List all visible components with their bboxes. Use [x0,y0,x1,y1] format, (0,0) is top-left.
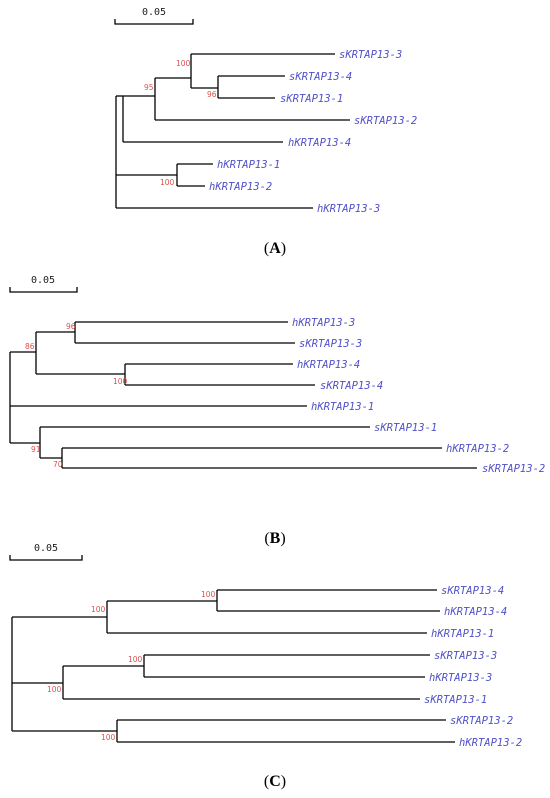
panel-letter: A [269,240,281,257]
leaf-label: hKRTAP13-4 [288,137,351,149]
bootstrap-value: 96 [66,322,76,331]
leaf-label: sKRTAP13-3 [339,49,402,61]
leaf-label: sKRTAP13-4 [320,380,383,392]
bootstrap-value: 91 [31,445,41,454]
panel-label: (B) [264,530,285,547]
scale-label: 0.05 [34,543,58,554]
leaf-label: sKRTAP13-2 [354,115,417,127]
panel-letter: C [269,773,281,790]
scale-bar [9,287,78,293]
bootstrap-value: 100 [101,733,116,742]
leaf-label: hKRTAP13-3 [429,672,492,684]
scale-bar [114,19,194,25]
leaf-label: hKRTAP13-1 [217,159,280,171]
leaf-label: hKRTAP13-2 [446,443,509,455]
leaf-label: sKRTAP13-3 [434,650,497,662]
leaf-label: hKRTAP13-2 [209,181,272,193]
leaf-label: hKRTAP13-1 [431,628,494,640]
bootstrap-value: 100 [160,178,175,187]
leaf-label: hKRTAP13-3 [292,317,355,329]
bootstrap-value: 100 [201,590,216,599]
leaf-label: sKRTAP13-2 [450,715,513,727]
leaf-label: sKRTAP13-1 [280,93,343,105]
tree-branches [11,589,455,743]
tree-branches [115,53,350,209]
scale-label: 0.05 [31,275,55,286]
panel-letter: B [270,530,281,547]
bootstrap-value: 70 [53,460,63,469]
leaf-label: hKRTAP13-1 [311,401,374,413]
tree-branches [9,321,477,469]
leaf-label: hKRTAP13-3 [317,203,380,215]
leaf-label: hKRTAP13-4 [297,359,360,371]
scale-label: 0.05 [142,7,166,18]
bootstrap-value: 86 [25,342,35,351]
bootstrap-value: 96 [207,90,217,99]
leaf-label: sKRTAP13-4 [289,71,352,83]
bootstrap-value: 100 [91,605,106,614]
panel-c: 0.05 sKRTAP13-4 hKRTAP13-4 hKRTAP13-1 s [9,543,522,790]
panel-label: (A) [264,240,286,257]
leaf-label: sKRTAP13-1 [424,694,487,706]
leaf-label: hKRTAP13-2 [459,737,522,749]
leaf-label: sKRTAP13-4 [441,585,504,597]
bootstrap-value: 95 [144,83,154,92]
leaf-label: sKRTAP13-2 [482,463,545,475]
bootstrap-value: 100 [47,685,62,694]
scale-bar [9,555,83,561]
panel-b: 0.05 hKRTAP13-3 sKRTAP13-3 hKRTAP13-4 s [9,275,545,547]
leaf-label: sKRTAP13-3 [299,338,362,350]
leaf-label: hKRTAP13-4 [444,606,507,618]
bootstrap-value: 100 [113,377,128,386]
panel-label: (C) [264,773,286,790]
leaf-label: sKRTAP13-1 [374,422,437,434]
bootstrap-value: 100 [128,655,143,664]
panel-a: 0.05 sKRTAP13-3 sKR [114,7,417,257]
bootstrap-value: 100 [176,59,191,68]
